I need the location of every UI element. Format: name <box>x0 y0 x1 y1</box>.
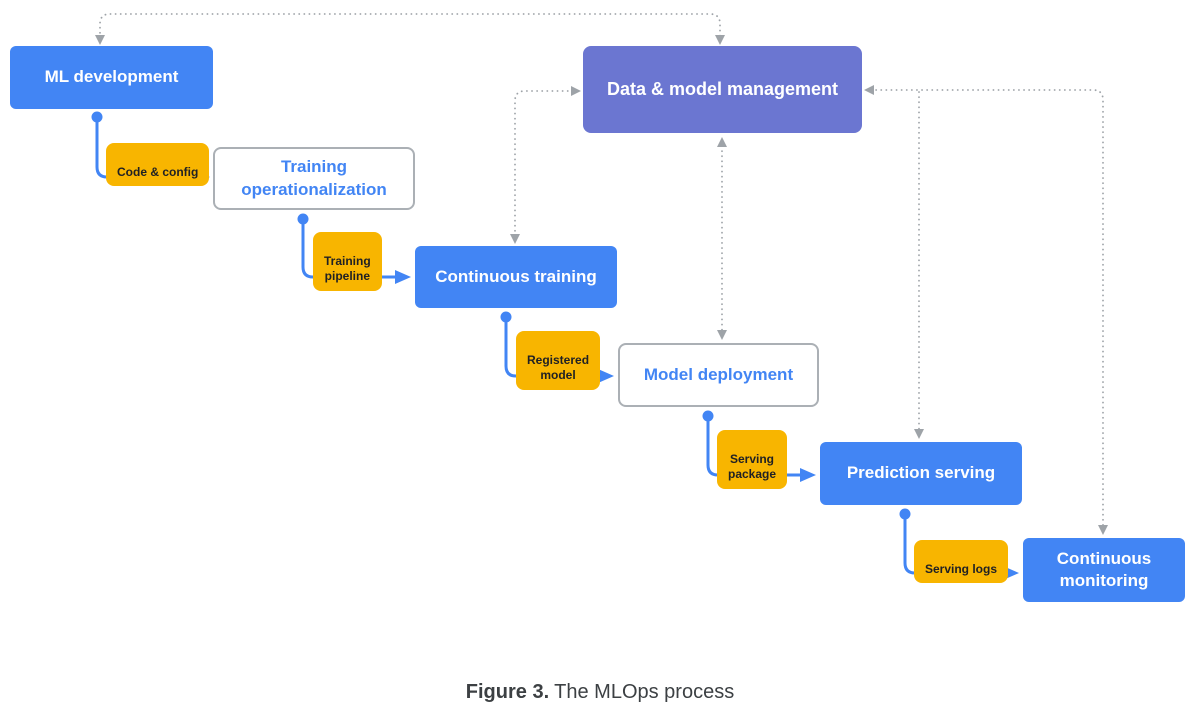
artifact-training-pipeline: Training pipeline <box>313 232 382 291</box>
connector-registered-model <box>500 311 614 383</box>
node-label: ML development <box>44 67 179 87</box>
node-prediction-serving: Prediction serving <box>820 442 1022 505</box>
node-label: Model deployment <box>643 364 794 384</box>
arrowhead-down-icon <box>717 330 727 340</box>
node-data-model-management: Data & model management <box>583 46 862 133</box>
artifact-label: Registered model <box>527 352 590 383</box>
dotted-connector-mldev-datamgmt <box>95 13 725 45</box>
artifact-code-config: Code & config <box>106 143 210 187</box>
artifact-label: Serving package <box>728 451 777 482</box>
dotted-connector-conttraining-datamgmt <box>510 86 581 244</box>
arrowhead-right-icon <box>395 270 411 284</box>
node-continuous-training: Continuous training <box>415 246 617 308</box>
node-label: Continuous monitoring <box>1056 548 1152 590</box>
arrowhead-up-icon <box>717 137 727 147</box>
figure-number: Figure 3. <box>465 681 550 703</box>
node-ml-development: ML development <box>10 46 213 109</box>
dotted-connector-datamgmt-predserving <box>914 91 924 439</box>
arrowhead-right-icon <box>800 468 816 482</box>
artifact-registered-model: Registered model <box>516 331 601 390</box>
artifact-label: Serving logs <box>925 561 998 576</box>
node-model-deployment: Model deployment <box>618 343 819 407</box>
figure-caption: Figure 3.The MLOps process <box>0 681 1200 704</box>
arrowhead-left-icon <box>864 85 874 95</box>
connector-training-pipeline <box>297 213 411 284</box>
arrowhead-down-icon <box>510 234 520 244</box>
node-label: Continuous training <box>435 266 597 286</box>
figure-title: The MLOps process <box>554 681 735 703</box>
artifact-label: Code & config <box>117 164 199 179</box>
node-training-operationalization: Training operationalization <box>213 147 415 210</box>
node-label: Data & model management <box>606 78 839 99</box>
artifact-serving-package: Serving package <box>717 430 788 489</box>
arrowhead-down-icon <box>914 429 924 439</box>
node-label: Prediction serving <box>846 463 996 483</box>
node-continuous-monitoring: Continuous monitoring <box>1023 538 1185 602</box>
arrowhead-right-icon <box>598 369 614 383</box>
dotted-connector-datamgmt-modeldeploy <box>717 137 727 340</box>
arrowhead-down-icon <box>95 35 105 45</box>
node-label: Training operationalization <box>241 157 387 199</box>
arrowhead-down-icon <box>1098 525 1108 535</box>
artifact-serving-logs: Serving logs <box>914 540 1009 584</box>
artifact-label: Training pipeline <box>324 253 371 284</box>
dotted-connector-contmonitoring-datamgmt <box>864 85 1108 535</box>
arrowhead-down-icon <box>715 35 725 45</box>
arrowhead-right-icon <box>571 86 581 96</box>
